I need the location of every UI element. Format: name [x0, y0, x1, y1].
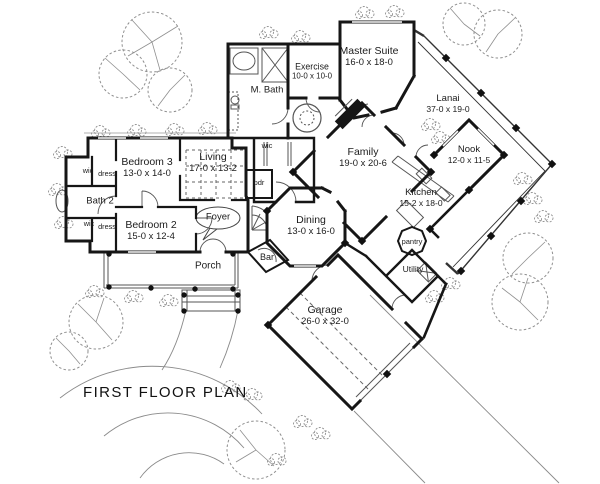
porch-railing [103, 252, 239, 289]
room-label-pdr: pdr [253, 177, 265, 187]
porch-column-icon [106, 251, 112, 257]
room-label-dress-lower: dress [98, 221, 116, 231]
plan-title: FIRST FLOOR PLAN [83, 384, 248, 401]
bath2-oval-window [55, 189, 69, 213]
shower-icon [261, 47, 289, 83]
garage-dashed-lines [285, 292, 385, 392]
tree-branches [55, 7, 546, 467]
vanity [228, 91, 239, 131]
room-label-foyer: Foyer [205, 211, 231, 223]
stairs-icon [251, 205, 268, 231]
door-arc-icon [199, 238, 227, 253]
range-icon [435, 186, 451, 202]
room-label-porch: Porch [194, 260, 222, 272]
door-arcs [97, 97, 429, 310]
bathtub-icon [229, 47, 259, 75]
room-label-utility: Utility [402, 264, 424, 275]
thin-details [55, 47, 455, 402]
fireplace-icon [334, 98, 366, 130]
columns [106, 53, 557, 379]
toilet-icon [230, 95, 240, 110]
tree-icon [49, 2, 554, 480]
driveway-lines [353, 294, 560, 484]
entry-steps [181, 289, 241, 312]
room-label-pantry: pantry [401, 236, 423, 246]
window-gaps [98, 21, 495, 267]
walkway [59, 309, 263, 479]
room-label-dress-upper: dress [98, 168, 116, 178]
closet-rods [263, 142, 292, 166]
trees-group [49, 2, 554, 480]
kitchen-sink-icon [415, 167, 433, 185]
room-label-bar: Bar [259, 251, 275, 262]
room-label-wic-master: wic [261, 140, 273, 150]
room-label-wic-upper: wic [82, 165, 94, 175]
kitchen-island-icon [395, 199, 425, 229]
room-label-m-bath: M. Bath [250, 84, 284, 96]
bush-icon [91, 125, 111, 138]
walls-exterior [64, 20, 507, 412]
walls-interior [64, 136, 250, 254]
room-label-bath2: Bath 2 [86, 195, 114, 207]
rotunda [292, 103, 322, 133]
room-label-wic-lower: wic [83, 218, 95, 228]
bar-counter [257, 247, 277, 263]
